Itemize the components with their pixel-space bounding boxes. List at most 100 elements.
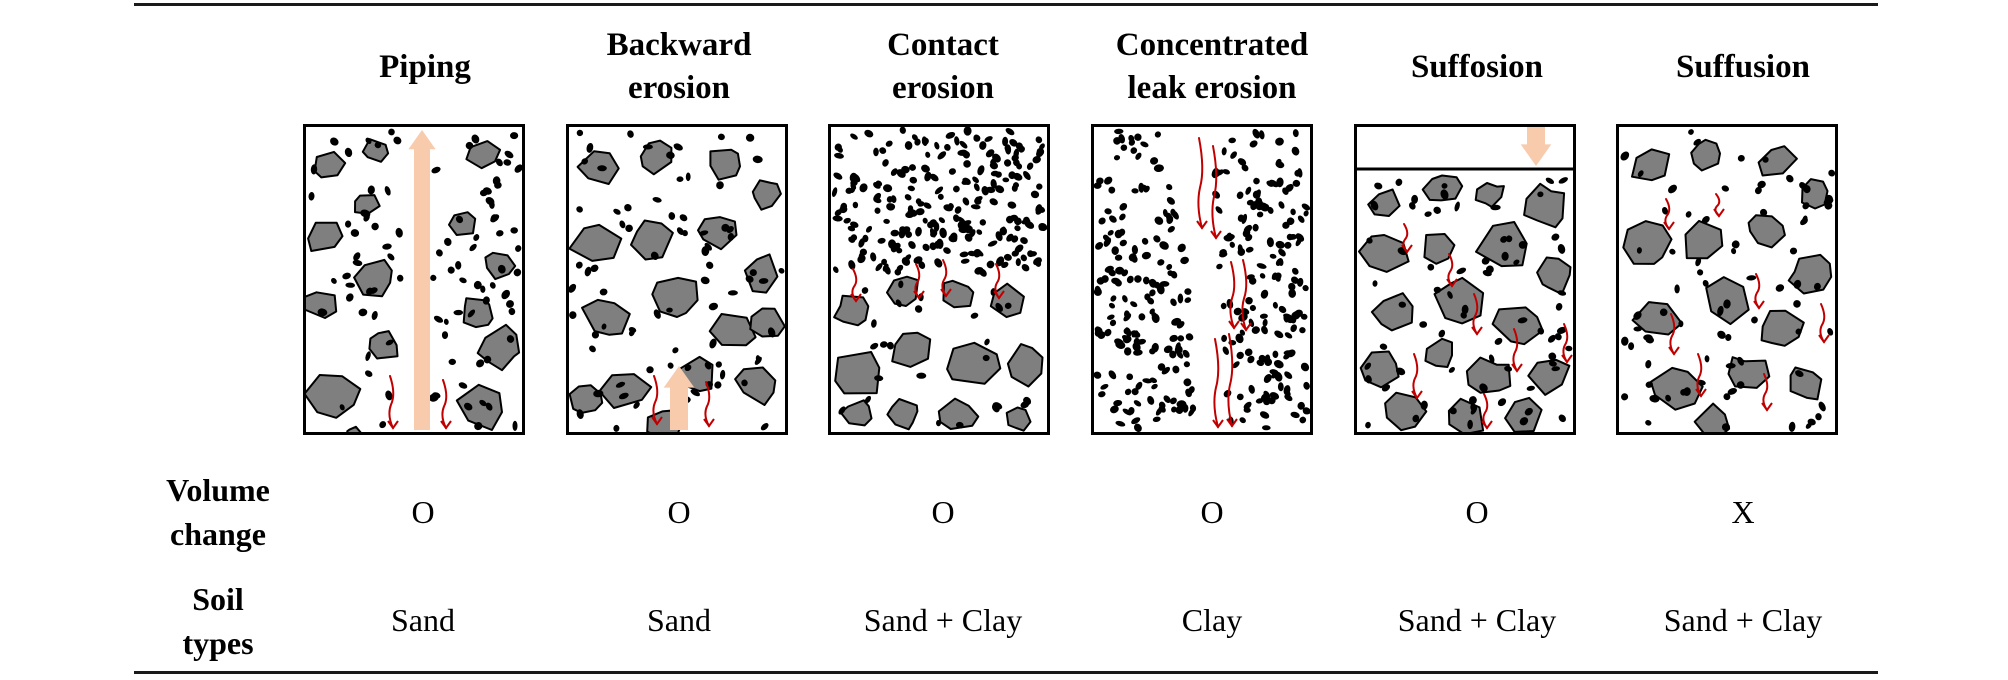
seepage-arrow bbox=[1520, 127, 1552, 166]
fine-particle bbox=[1185, 333, 1194, 341]
fine-particle bbox=[972, 176, 979, 184]
flow-arrowhead bbox=[1401, 244, 1413, 254]
fine-particle bbox=[1100, 383, 1109, 390]
fine-particle bbox=[576, 129, 584, 137]
fine-particle bbox=[1813, 282, 1821, 291]
fine-particle bbox=[1448, 366, 1455, 373]
fine-particle bbox=[385, 390, 393, 401]
fine-particle bbox=[1633, 326, 1642, 332]
concentrated-leak-erosion-illustration bbox=[1091, 124, 1313, 435]
fine-particle bbox=[463, 402, 473, 411]
panel-suffusion bbox=[1616, 124, 1838, 435]
soil-type-piping: Sand bbox=[391, 602, 455, 638]
fine-particle bbox=[1278, 305, 1287, 314]
fine-particle bbox=[431, 166, 441, 174]
coarse-grain bbox=[937, 397, 980, 430]
fine-particle bbox=[1447, 291, 1453, 299]
fine-particle bbox=[432, 392, 441, 399]
fine-particle bbox=[1015, 258, 1021, 267]
coarse-grain bbox=[1527, 358, 1571, 396]
fine-particle bbox=[1108, 370, 1117, 380]
coarse-grain bbox=[1747, 214, 1786, 249]
fine-particle bbox=[668, 212, 676, 220]
fine-particle bbox=[1517, 317, 1528, 324]
fine-particle bbox=[1020, 254, 1027, 262]
fine-particle bbox=[1433, 286, 1442, 294]
panel-contact-erosion bbox=[828, 124, 1050, 435]
fine-particle bbox=[1119, 203, 1128, 211]
fine-particle bbox=[1141, 237, 1149, 245]
fine-particle bbox=[873, 181, 881, 189]
fine-particle bbox=[430, 274, 437, 281]
fine-particle bbox=[918, 293, 924, 302]
fine-particle bbox=[894, 242, 901, 249]
fine-particle bbox=[1303, 210, 1309, 217]
fine-particle bbox=[469, 243, 477, 252]
fine-particle bbox=[1366, 237, 1373, 244]
fine-particle bbox=[653, 309, 661, 319]
fine-particle bbox=[873, 147, 879, 157]
fine-particle bbox=[1249, 140, 1258, 148]
fine-particle bbox=[1251, 326, 1260, 334]
fine-particle bbox=[934, 186, 944, 195]
fine-particle bbox=[973, 183, 980, 192]
fine-particle bbox=[646, 366, 654, 374]
fine-particle bbox=[1815, 413, 1822, 421]
fine-particle bbox=[852, 201, 859, 209]
fine-particle bbox=[970, 204, 981, 210]
fine-particle bbox=[1102, 234, 1110, 241]
fine-particle bbox=[850, 183, 857, 190]
fine-particle bbox=[957, 216, 966, 225]
fine-particle bbox=[1300, 362, 1310, 372]
fine-particle bbox=[1284, 371, 1293, 379]
flow-arrowhead bbox=[1210, 230, 1222, 240]
fine-particle bbox=[1006, 233, 1014, 242]
fine-particle bbox=[909, 164, 916, 171]
fine-particle bbox=[581, 158, 589, 165]
fine-particle bbox=[904, 141, 913, 150]
fine-particle bbox=[1253, 177, 1260, 185]
fine-particle bbox=[1128, 139, 1136, 146]
coarse-grain bbox=[886, 398, 919, 431]
row-label-soil-types: Soil types bbox=[128, 577, 308, 665]
fine-particle bbox=[976, 229, 983, 235]
fine-particle bbox=[589, 345, 596, 353]
fine-particle bbox=[473, 280, 482, 290]
fine-particle bbox=[1365, 375, 1372, 384]
fine-particle bbox=[752, 155, 763, 164]
fine-particle bbox=[1123, 347, 1132, 356]
flow-arrow bbox=[1472, 293, 1479, 335]
seepage-arrow bbox=[663, 366, 695, 430]
fine-particle bbox=[995, 256, 1005, 267]
fine-particle bbox=[575, 261, 583, 269]
fine-particle bbox=[1126, 275, 1134, 284]
fine-particle bbox=[1027, 250, 1034, 258]
fine-particle bbox=[1133, 400, 1142, 407]
fine-particle bbox=[510, 132, 519, 140]
fine-particle bbox=[1702, 279, 1709, 287]
fine-particle bbox=[1153, 164, 1164, 173]
fine-particle bbox=[1149, 377, 1158, 384]
fine-particle bbox=[1725, 334, 1732, 341]
fine-particle bbox=[1166, 197, 1175, 205]
fine-particle bbox=[973, 135, 981, 142]
fine-particle bbox=[923, 202, 932, 209]
fine-particle bbox=[959, 140, 968, 149]
fine-particle bbox=[1182, 404, 1189, 413]
fine-particle bbox=[1122, 335, 1132, 344]
fine-particle bbox=[1272, 350, 1279, 358]
fine-particle bbox=[1119, 213, 1126, 221]
top-rule bbox=[134, 3, 1878, 6]
fine-particle bbox=[1262, 425, 1271, 431]
fine-particle bbox=[905, 231, 913, 238]
fine-particle bbox=[673, 143, 683, 151]
fine-particle bbox=[848, 260, 856, 270]
coarse-grain bbox=[709, 148, 741, 181]
fine-particle bbox=[881, 258, 888, 265]
fine-particle bbox=[925, 151, 931, 158]
fine-particle bbox=[568, 283, 577, 293]
fine-particle bbox=[890, 168, 898, 176]
fine-particle bbox=[1554, 333, 1562, 341]
fine-particle bbox=[864, 395, 872, 404]
